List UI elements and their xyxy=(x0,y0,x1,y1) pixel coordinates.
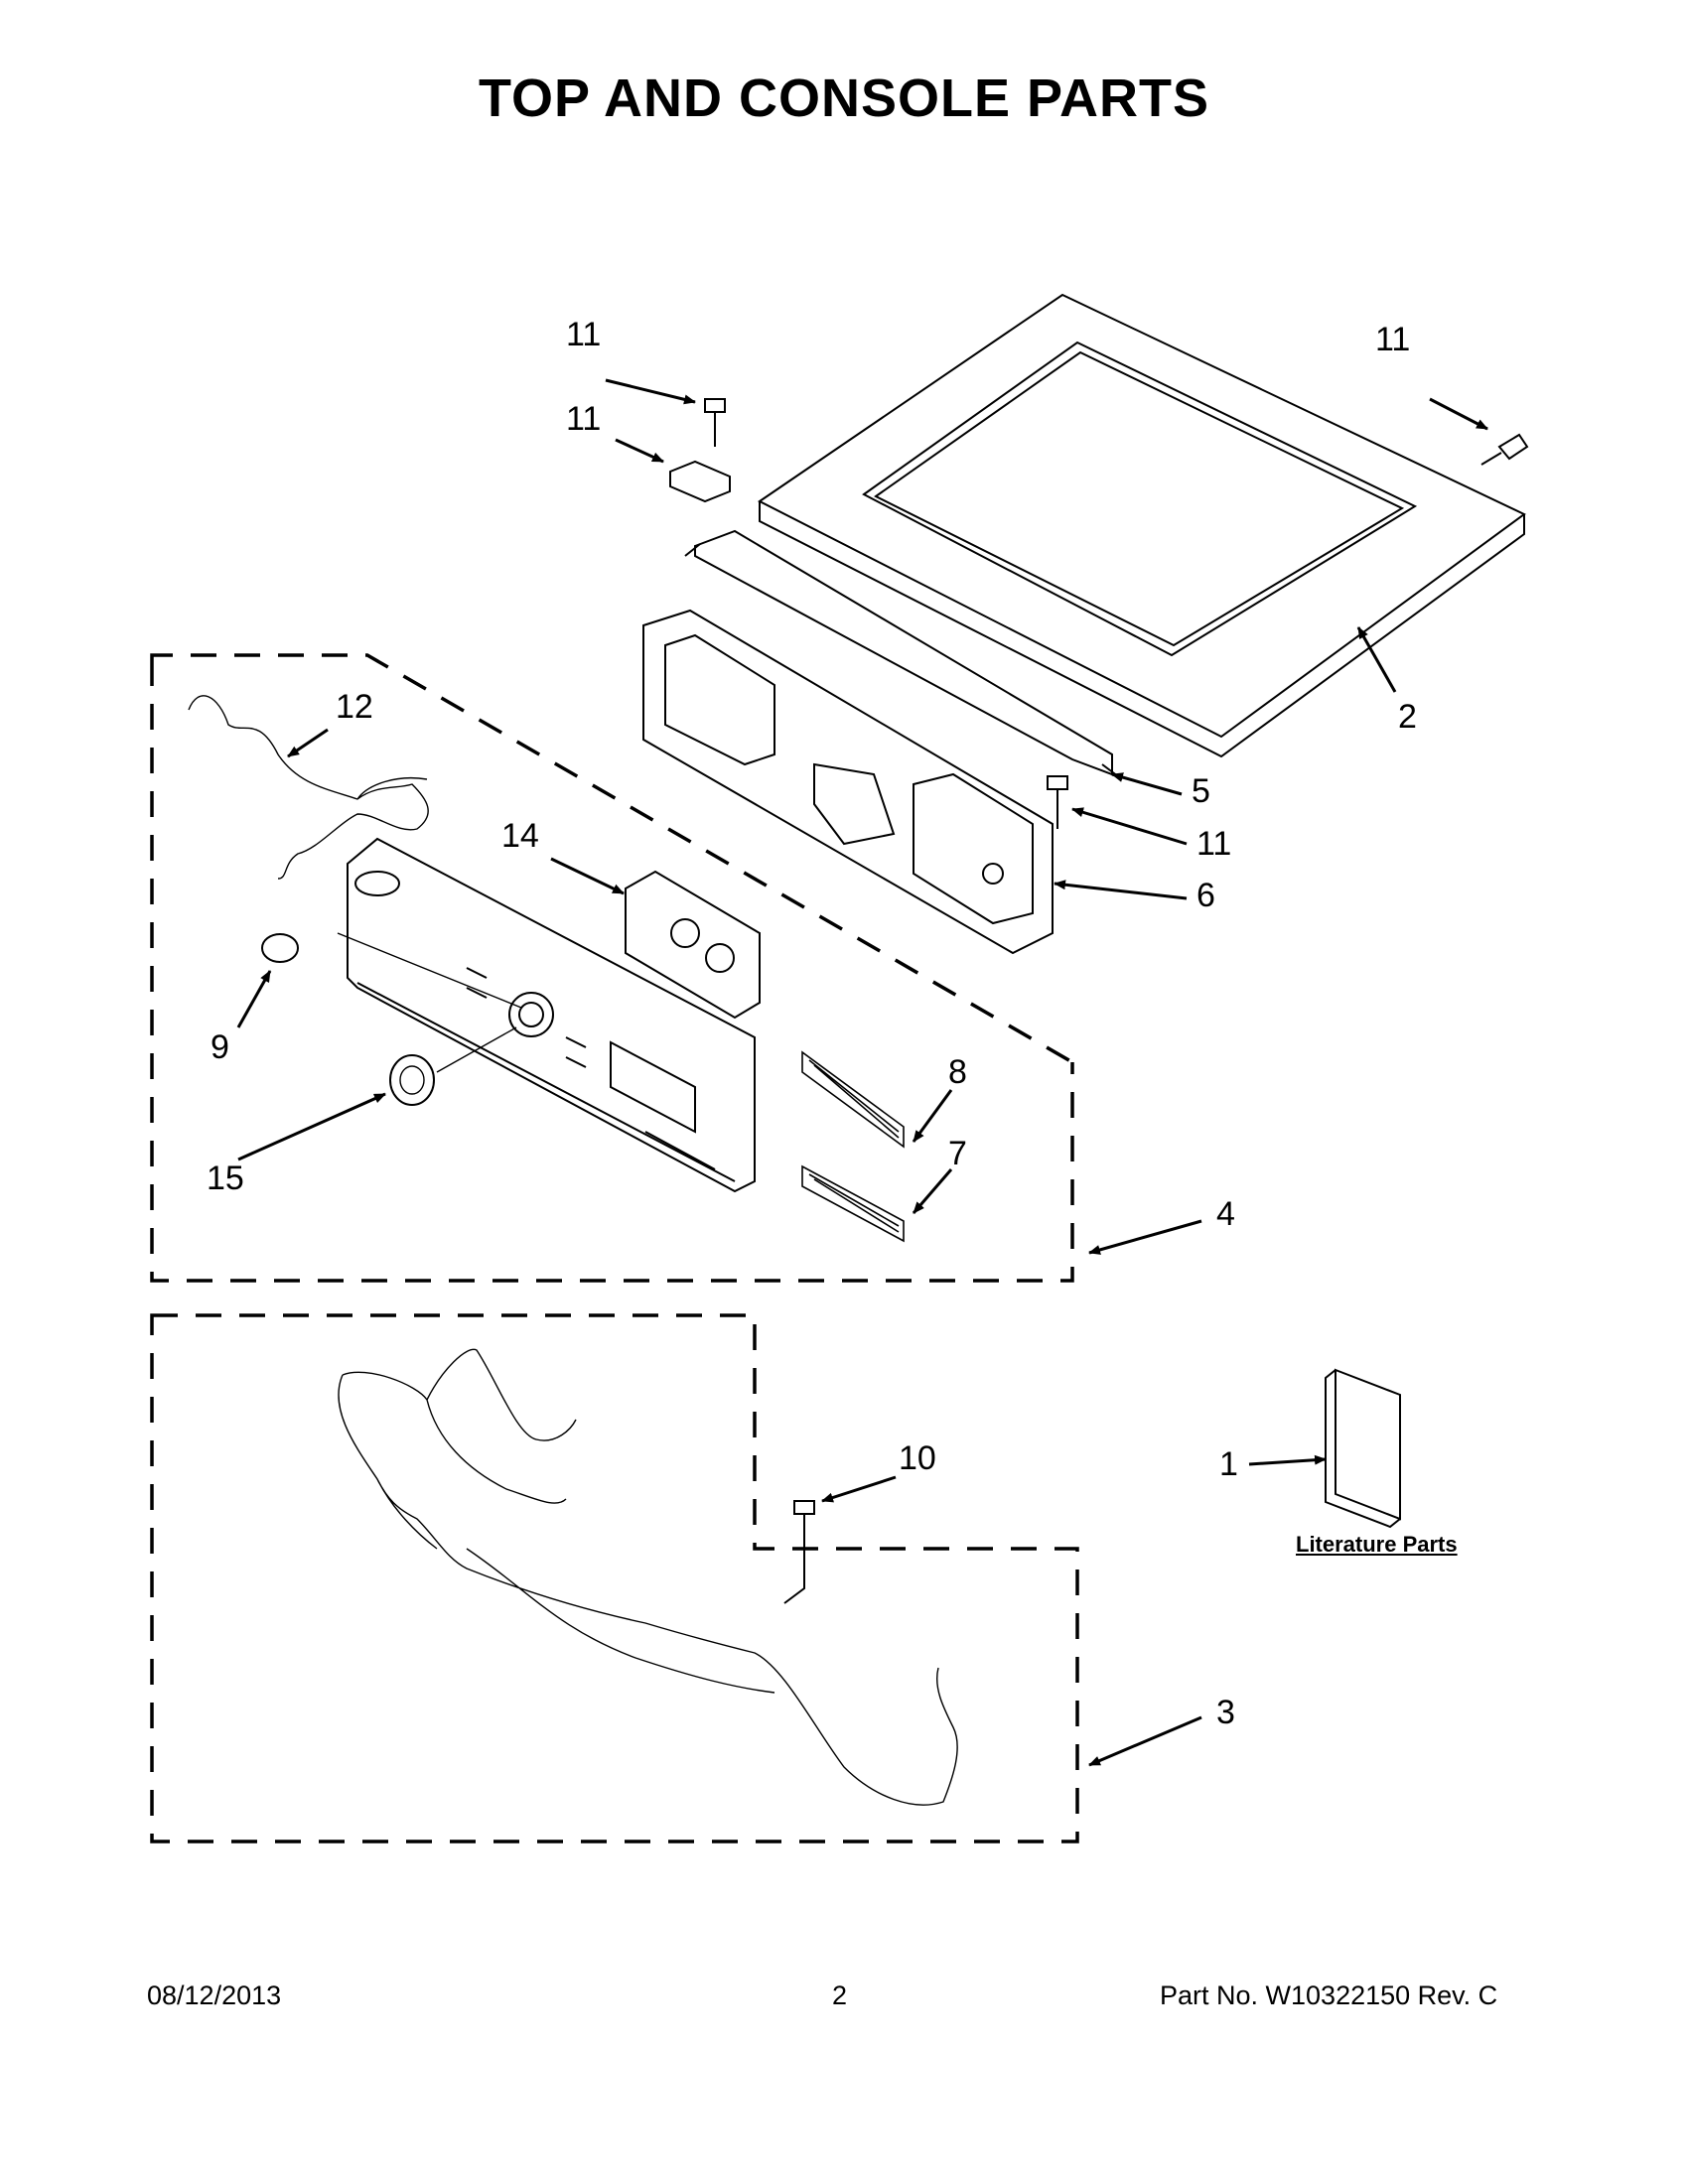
literature-book xyxy=(1325,1368,1401,1529)
callout-6-console-frame: 6 xyxy=(1196,877,1215,914)
knob-inner xyxy=(399,1065,425,1095)
callout-13-bracket: 11 xyxy=(566,400,602,438)
arrow-15 xyxy=(237,1092,386,1161)
callout-4-console-assembly: 4 xyxy=(1216,1195,1235,1233)
screw-top-left xyxy=(704,398,726,447)
callout-5-front-rail: 5 xyxy=(1192,772,1210,810)
ui-board xyxy=(625,870,761,1020)
callout-12-console-harness: 12 xyxy=(336,688,373,726)
literature-parts-label: Literature Parts xyxy=(1296,1532,1458,1557)
harness-group-dashed-box xyxy=(150,1313,1079,1843)
arrow-1 xyxy=(1248,1454,1327,1466)
arrow-11c xyxy=(1071,807,1188,846)
callout-8-ribbon: 8 xyxy=(948,1053,967,1091)
front-rail xyxy=(684,529,1123,780)
arrow-9 xyxy=(236,970,272,1028)
main-wire-harness xyxy=(338,1348,958,1806)
console-group-dashed-box xyxy=(150,653,1074,1283)
screw-top-right xyxy=(1480,433,1529,466)
arrow-11a xyxy=(605,378,696,405)
arrow-5 xyxy=(1111,772,1183,796)
top-panel xyxy=(758,293,1526,758)
callout-3-main-harness: 3 xyxy=(1216,1694,1235,1731)
screw-harness xyxy=(783,1500,815,1604)
arrow-14 xyxy=(550,857,625,895)
arrow-7 xyxy=(912,1168,953,1214)
arrow-3 xyxy=(1088,1715,1202,1767)
console-wire-harness xyxy=(188,695,429,880)
callout-15-knob: 15 xyxy=(207,1160,244,1197)
arrow-13 xyxy=(615,438,664,464)
footer-part-number: Part No. W10322150 Rev. C xyxy=(1160,1980,1498,2010)
console-panel xyxy=(347,837,756,1193)
callout-9-badge: 9 xyxy=(211,1028,229,1066)
callout-7-ribbon: 7 xyxy=(948,1135,967,1172)
arrow-10 xyxy=(821,1475,897,1503)
bracket-13 xyxy=(669,460,731,503)
ribbon-cable-7 xyxy=(801,1164,905,1243)
arrow-6 xyxy=(1054,880,1188,900)
arrow-8 xyxy=(912,1089,953,1143)
screw-console xyxy=(1047,775,1068,829)
logo-badge xyxy=(261,933,299,963)
ribbon-cable-8 xyxy=(801,1050,905,1149)
callout-11-top-screw: 11 xyxy=(566,316,602,353)
callout-11-right-screw: 11 xyxy=(1375,321,1411,358)
callout-2-top-panel: 2 xyxy=(1398,698,1417,736)
arrow-12 xyxy=(287,728,329,758)
knob xyxy=(389,1054,435,1106)
arrow-11b xyxy=(1429,397,1488,431)
footer-date: 08/12/2013 xyxy=(147,1980,282,2010)
callout-10-harness-screw: 10 xyxy=(899,1439,936,1477)
callout-14-ui-board: 14 xyxy=(501,817,539,855)
arrow-4 xyxy=(1088,1219,1202,1255)
console-frame xyxy=(642,609,1054,955)
callout-1-literature: 1 xyxy=(1219,1445,1238,1483)
footer-page-number: 2 xyxy=(832,1980,848,2010)
callout-11-console-screw: 11 xyxy=(1196,825,1232,863)
page-title: TOP AND CONSOLE PARTS xyxy=(478,68,1210,128)
arrow-2 xyxy=(1356,626,1397,693)
